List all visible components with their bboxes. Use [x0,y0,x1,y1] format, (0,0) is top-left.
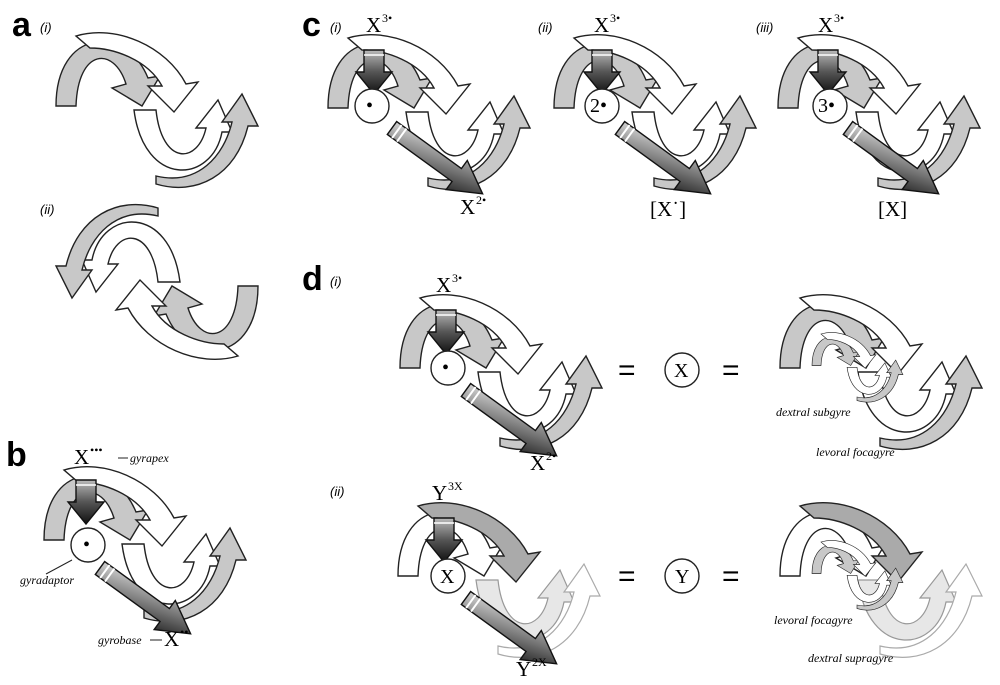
b-adaptor-dot: • [83,534,90,556]
d-ii-top-sup: 3X [448,479,463,493]
c-iii-circle [812,88,848,124]
gyre-a-i [55,32,259,189]
c-iii-bottom-label: [X] [878,197,907,221]
c-iii-group: X 3• 3• [X] [777,11,981,221]
d-ii-equiv-text: Y [675,566,689,588]
d-i-equals-1: = [618,354,636,387]
b-apex-dots: ••• [90,443,103,457]
c-i-circle-text: • [366,95,373,117]
c-ii-circle-text: 2• [590,95,607,117]
c-iii-circle-text: 3• [818,95,835,117]
d-i-focagyre-note: levoral focagyre [816,445,895,459]
panel-c-letter: c [302,6,321,44]
d-i-bottom-label: X [530,451,545,475]
d-ii-left: Y 3X X Y 2X [397,479,601,681]
d-i-equiv-circle [664,352,700,388]
b-base-label: X [164,627,179,651]
c-ii-bottom-label: [X˙] [650,197,686,221]
b-gyradaptor-note: gyradaptor [20,573,74,587]
c-i-top-sup: 3• [382,11,392,25]
c-ii-top-label: X [594,13,609,37]
b-base-dots: •• [180,625,188,639]
c-ii-circle [584,88,620,124]
c-i-bottom-sup: 2• [476,193,486,207]
d-i-circle-text: • [442,357,449,379]
c-i-group: X 3• • X 2• [327,11,531,219]
d-ii-circle [430,558,466,594]
c-ii-group: X 3• 2• [X˙] [553,11,757,221]
b-adaptor-circle [70,527,106,563]
d-ii-focagyre-note: levoral focagyre [774,613,853,627]
d-ii-bottom-label: Y [516,657,531,681]
panel-a-letter: a [12,6,32,44]
panel-c: c (i) (ii) (iii) X 3• • X 2• X 3• 2• [X˙… [302,6,981,221]
panel-d-ii-label: (ii) [330,484,344,499]
d-ii-equiv-circle [664,558,700,594]
d-i-right: dextral subgyre levoral focagyre [776,294,983,459]
panel-a: a (i) (ii) [12,6,259,360]
d-ii-supragyre-note: dextral supragyre [808,651,894,665]
panel-b: b X ••• gyrapex • gyradaptor gyrobase X … [6,436,247,651]
panel-d: d (i) X 3• • X 2• = X = dextral subgyre … [302,260,983,681]
d-i-top-label: X [436,273,451,297]
d-i-top-sup: 3• [452,271,462,285]
panel-a-ii-label: (ii) [40,202,54,217]
d-i-subgyre-note: dextral subgyre [776,405,851,419]
b-apex-label: X [74,445,89,469]
d-ii-circle-text: X [440,566,455,588]
d-ii-right: levoral focagyre dextral supragyre [774,502,983,665]
c-i-circle [354,88,390,124]
panel-c-ii-label: (ii) [538,20,552,35]
b-gyrapex-note: gyrapex [130,451,169,465]
b-gyrobase-note: gyrobase [98,633,142,647]
c-i-top-label: X [366,13,381,37]
panel-a-i-label: (i) [40,20,52,35]
d-ii-bottom-sup: 2X [532,655,547,669]
c-iii-top-label: X [818,13,833,37]
d-i-circle [430,350,466,386]
d-ii-top-label: Y [432,481,447,505]
d-i-left: X 3• • X 2• [399,271,603,475]
d-ii-equals-2: = [722,560,740,593]
gyre-a-ii [55,203,259,360]
c-iii-top-sup: 3• [834,11,844,25]
panel-d-i-label: (i) [330,274,342,289]
panel-d-letter: d [302,260,323,298]
c-ii-top-sup: 3• [610,11,620,25]
panel-c-iii-label: (iii) [756,20,773,35]
panel-b-letter: b [6,436,27,474]
panel-c-i-label: (i) [330,20,342,35]
c-i-bottom-label: X [460,195,475,219]
d-ii-equals-1: = [618,560,636,593]
d-i-bottom-sup: 2• [546,449,556,463]
d-i-equals-2: = [722,354,740,387]
d-i-equiv-text: X [674,360,689,382]
